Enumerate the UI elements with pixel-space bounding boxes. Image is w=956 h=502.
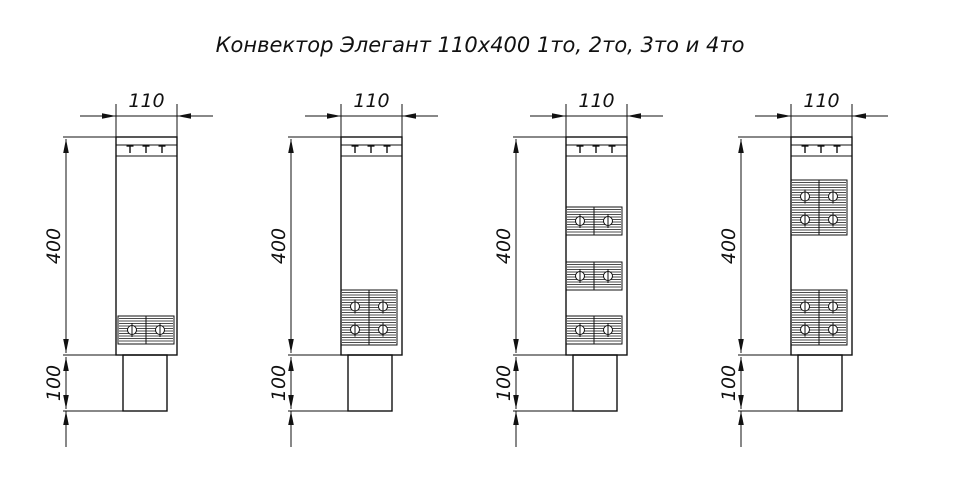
- heat-exchanger: [565, 261, 623, 291]
- dimension-base-label: 100: [493, 365, 515, 401]
- dimension-height-label: 400: [43, 228, 65, 264]
- heat-exchanger: [340, 289, 398, 346]
- heat-exchanger: [790, 179, 848, 236]
- dimension-width-label: 110: [128, 90, 164, 112]
- convector-views: 110 400 100 110 400 100 110 400 100 110 400 100: [43, 90, 888, 447]
- base-block: [797, 354, 843, 412]
- dimension-width-label: 110: [578, 90, 614, 112]
- dimension-height-label: 400: [718, 228, 740, 264]
- page-title: Конвектор Элегант 110х400 1то, 2то, 3то …: [216, 33, 745, 57]
- convector-view-2to: 110 400 100: [268, 90, 438, 447]
- dimension-base-label: 100: [718, 365, 740, 401]
- convector-view-3to: 110 400 100: [493, 90, 663, 447]
- base-block: [572, 354, 618, 412]
- dimension-height-label: 400: [493, 228, 515, 264]
- heat-exchanger: [790, 289, 848, 346]
- heat-exchanger: [117, 315, 175, 345]
- dimension-base-label: 100: [268, 365, 290, 401]
- dimension-height-label: 400: [268, 228, 290, 264]
- heat-exchanger: [565, 206, 623, 236]
- heat-exchanger: [565, 315, 623, 345]
- convector-view-1to: 110 400 100: [43, 90, 213, 447]
- convector-body: [565, 136, 628, 356]
- base-block: [122, 354, 168, 412]
- base-block: [347, 354, 393, 412]
- convector-view-4to: 110 400 100: [718, 90, 888, 447]
- dimension-width-label: 110: [353, 90, 389, 112]
- dimension-base-label: 100: [43, 365, 65, 401]
- dimension-width-label: 110: [803, 90, 839, 112]
